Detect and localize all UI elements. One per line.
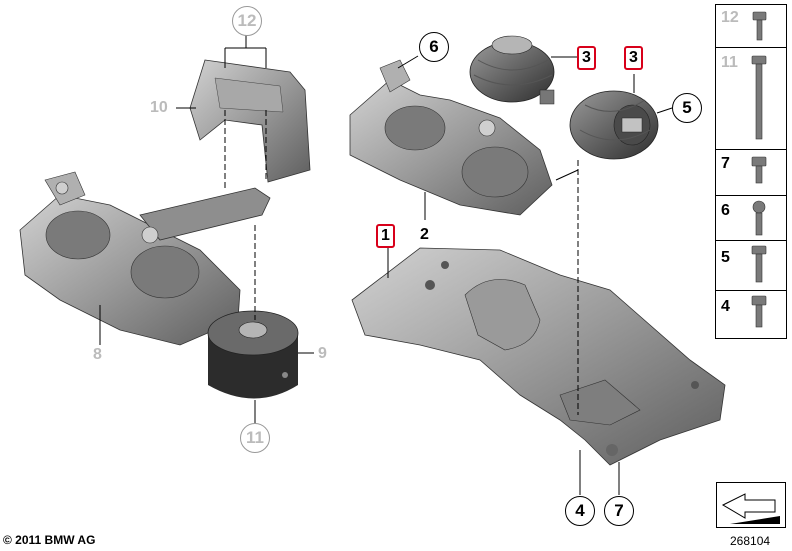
- legend-number: 7: [721, 155, 730, 172]
- callout-12: 12: [232, 6, 262, 36]
- callout-6: 6: [419, 32, 449, 62]
- callout-7: 7: [604, 496, 634, 526]
- bolt-5-icon: [751, 245, 767, 283]
- legend-hardware: [751, 11, 767, 328]
- callout-3-highlighted: 3: [577, 46, 596, 70]
- rubber-mount-9: [207, 310, 299, 399]
- legend-row-6: 6: [716, 196, 786, 241]
- bolt-7-icon: [751, 156, 767, 184]
- bolt-4-icon: [751, 295, 767, 328]
- callout-10: 10: [150, 99, 168, 116]
- legend-row-11: 11: [716, 48, 786, 150]
- callout-1-highlighted: 1: [376, 224, 395, 248]
- rubber-mount-3b: [569, 90, 659, 160]
- rubber-mount-3a: [469, 35, 555, 105]
- bolt-11-icon: [751, 55, 767, 140]
- crossmember-1: [351, 247, 726, 466]
- legend-number: 11: [721, 54, 738, 71]
- legend-row-4: 4: [716, 291, 786, 338]
- bracket-10: [189, 59, 311, 183]
- hardware-legend: 12 11 7 6 5 4: [715, 4, 787, 339]
- callout-2: 2: [420, 226, 429, 243]
- left-engine-mount-8: [19, 171, 271, 346]
- callout-9: 9: [318, 345, 327, 362]
- callout-11: 11: [240, 423, 270, 453]
- legend-row-7: 7: [716, 150, 786, 196]
- callout-4: 4: [565, 496, 595, 526]
- leader-lines: [99, 35, 673, 495]
- right-engine-mount-2: [349, 59, 553, 216]
- legend-number: 6: [721, 202, 730, 219]
- legend-number: 12: [721, 9, 739, 26]
- callout-8: 8: [93, 346, 102, 363]
- image-number: 268104: [730, 534, 771, 548]
- callout-3-highlighted-second: 3: [624, 46, 643, 70]
- copyright-text: © 2011 BMW AG: [3, 533, 96, 547]
- callout-5: 5: [672, 93, 702, 123]
- legend-number: 4: [721, 298, 730, 315]
- legend-row-12: 12: [716, 5, 786, 48]
- legend-number: 5: [721, 249, 730, 266]
- orientation-box: [716, 482, 786, 528]
- orientation-arrow-icon: [721, 493, 780, 524]
- bolt-12-icon: [752, 11, 767, 41]
- legend-row-5: 5: [716, 241, 786, 291]
- screw-6-icon: [752, 200, 766, 236]
